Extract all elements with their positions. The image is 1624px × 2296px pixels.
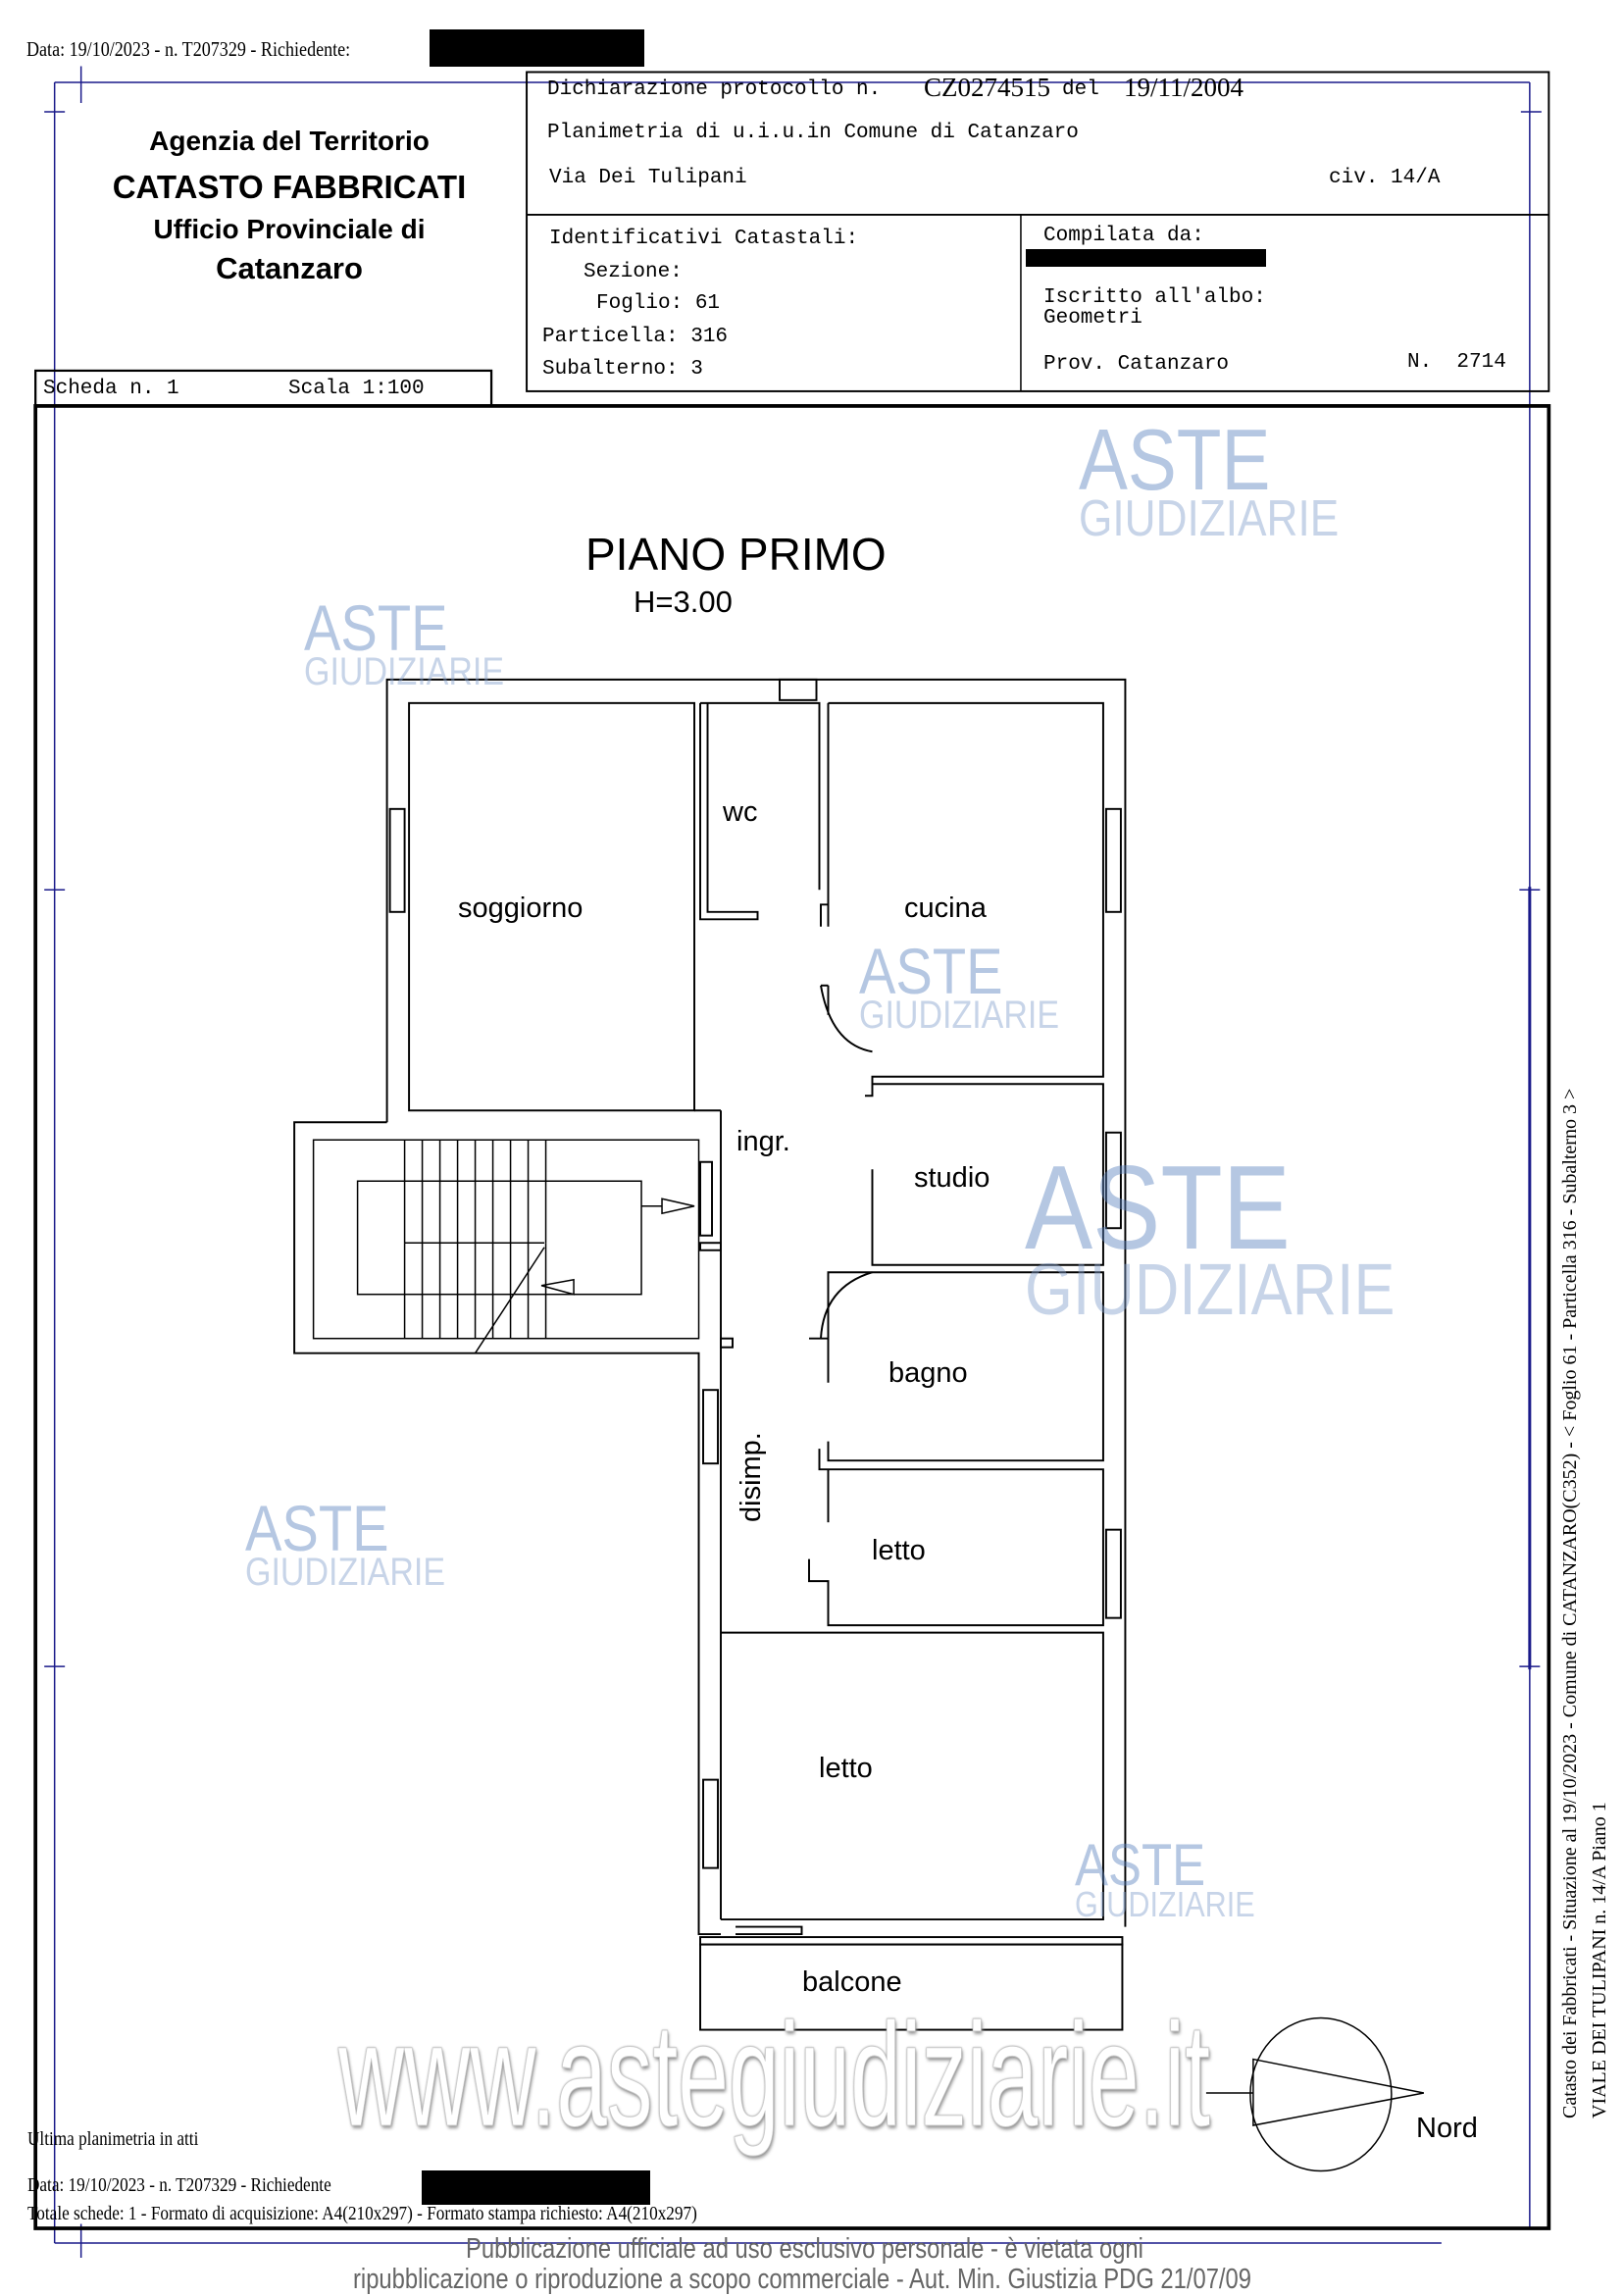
room-wc: wc	[723, 796, 758, 828]
office: Ufficio Provinciale di	[153, 214, 426, 244]
redacted-box	[422, 2170, 650, 2205]
planimetria-label: Planimetria di u.i.u.in Comune di Catanz…	[547, 122, 1079, 144]
room-bagno: bagno	[888, 1357, 968, 1389]
scheda-number: Scheda n. 1	[43, 378, 179, 400]
agency-name: Agenzia del Territorio	[149, 126, 430, 156]
identificativi-label: Identificativi Catastali:	[549, 228, 859, 250]
foglio: Foglio: 61	[596, 292, 721, 315]
iscritto-label: Iscritto all'albo:	[1043, 286, 1266, 309]
del-label: del	[1062, 78, 1099, 101]
plan-title: PIANO PRIMO	[585, 529, 887, 580]
room-ingresso: ingr.	[736, 1126, 790, 1157]
staircase	[312, 1139, 700, 1354]
walls	[293, 678, 1127, 2031]
disclaimer-line-2: ripubblicazione o riproduzione a scopo c…	[353, 2264, 1251, 2295]
blue-frame	[44, 66, 1542, 2259]
redacted-box	[430, 29, 644, 67]
room-cucina: cucina	[904, 893, 987, 924]
albo: Geometri	[1043, 307, 1142, 330]
header-table	[33, 71, 1551, 2230]
north-arrow	[1205, 2016, 1425, 2172]
room-soggiorno: soggiorno	[458, 893, 584, 924]
footer-totale: Totale schede: 1 - Formato di acquisizio…	[27, 2203, 697, 2224]
address: Via Dei Tulipani	[549, 167, 747, 189]
room-letto-1: letto	[872, 1535, 926, 1566]
redacted-box	[1026, 249, 1266, 267]
side-info-line-1: Catasto dei Fabbricati - Situazione al 1…	[1559, 1088, 1581, 2118]
room-balcone: balcone	[802, 1966, 902, 1998]
ceiling-height: H=3.00	[634, 585, 733, 619]
protocollo-date: 19/11/2004	[1124, 73, 1244, 102]
ultima-planimetria: Ultima planimetria in atti	[27, 2128, 199, 2150]
scale: Scala 1:100	[288, 378, 425, 400]
particella: Particella: 316	[542, 326, 729, 348]
footer-request-info: Data: 19/10/2023 - n. T207329 - Richiede…	[27, 2174, 331, 2196]
disclaimer-line-1: Pubblicazione ufficiale ad uso esclusivo…	[466, 2233, 1143, 2265]
province: Prov. Catanzaro	[1043, 353, 1230, 376]
city: Catanzaro	[216, 251, 363, 285]
registration-number: N. 2714	[1407, 351, 1506, 374]
watermark-site: www.astegiudiziarie.it	[338, 1992, 1211, 2157]
catasto-title: CATASTO FABBRICATI	[112, 169, 467, 205]
room-disimpegno: disimp.	[736, 1432, 767, 1522]
room-letto-2: letto	[819, 1753, 873, 1784]
protocollo-number: CZ0274515	[924, 73, 1051, 102]
side-info-line-2: VIALE DEI TULIPANI n. 14/A Piano 1	[1589, 1802, 1610, 2118]
civic-number: civ. 14/A	[1329, 167, 1441, 189]
room-studio: studio	[914, 1162, 990, 1194]
north-label: Nord	[1416, 2113, 1478, 2144]
subalterno: Subalterno: 3	[542, 358, 703, 381]
request-info: Data: 19/10/2023 - n. T207329 - Richiede…	[26, 37, 351, 61]
compilata-label: Compilata da:	[1043, 225, 1204, 247]
dichiarazione-label: Dichiarazione protocollo n.	[547, 78, 882, 101]
sezione: Sezione:	[584, 261, 683, 283]
